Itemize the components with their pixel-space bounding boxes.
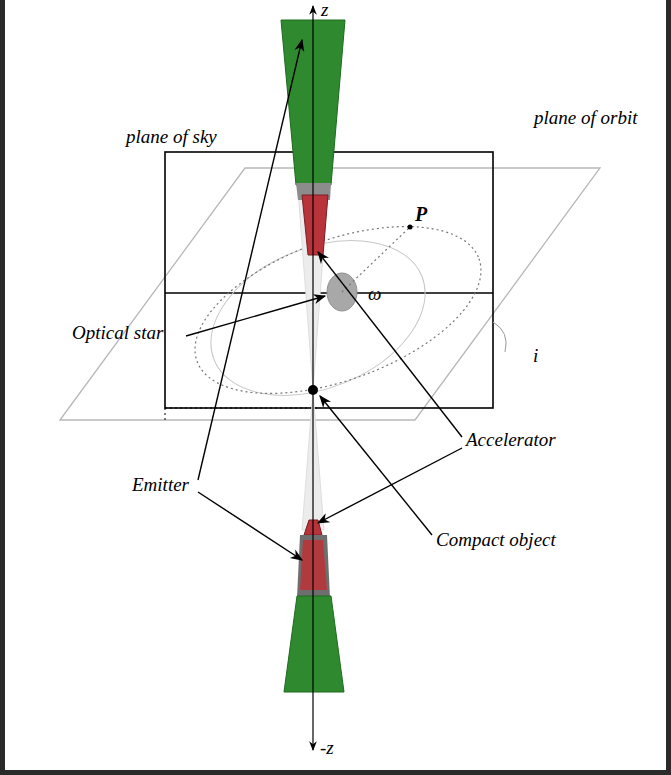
leader-line (198, 492, 302, 560)
plane-label: plane of orbit (534, 108, 637, 129)
accelerator-zone (302, 195, 328, 255)
sky-plane-dash (165, 407, 320, 408)
point-label: P (415, 203, 427, 225)
leader-line (320, 396, 432, 535)
angle-label: ω (368, 284, 381, 305)
part-label: Optical star (72, 323, 163, 344)
periastron-line (342, 227, 410, 292)
plane-label: plane of sky (126, 127, 217, 148)
leader-line (186, 296, 325, 336)
sky-plane-dash (165, 408, 166, 420)
orbit-plane (60, 168, 600, 420)
part-label: Emitter (132, 475, 189, 496)
axis-label: -z (320, 738, 334, 759)
leader-line (318, 252, 462, 437)
part-label: Accelerator (466, 430, 556, 451)
periastron-point (408, 225, 413, 230)
orbit-ellipse (173, 193, 503, 427)
z-axis (312, 390, 313, 750)
sky-plane (165, 152, 493, 408)
compact-object (308, 385, 318, 395)
angle-label: i (533, 346, 538, 367)
emitter-zone (284, 596, 344, 692)
leader-line (318, 448, 462, 523)
part-label: Compact object (436, 530, 556, 551)
axis-label: z (321, 0, 328, 21)
z-axis (312, 6, 313, 390)
inclination-arc (493, 322, 506, 352)
leader-line (198, 40, 302, 480)
